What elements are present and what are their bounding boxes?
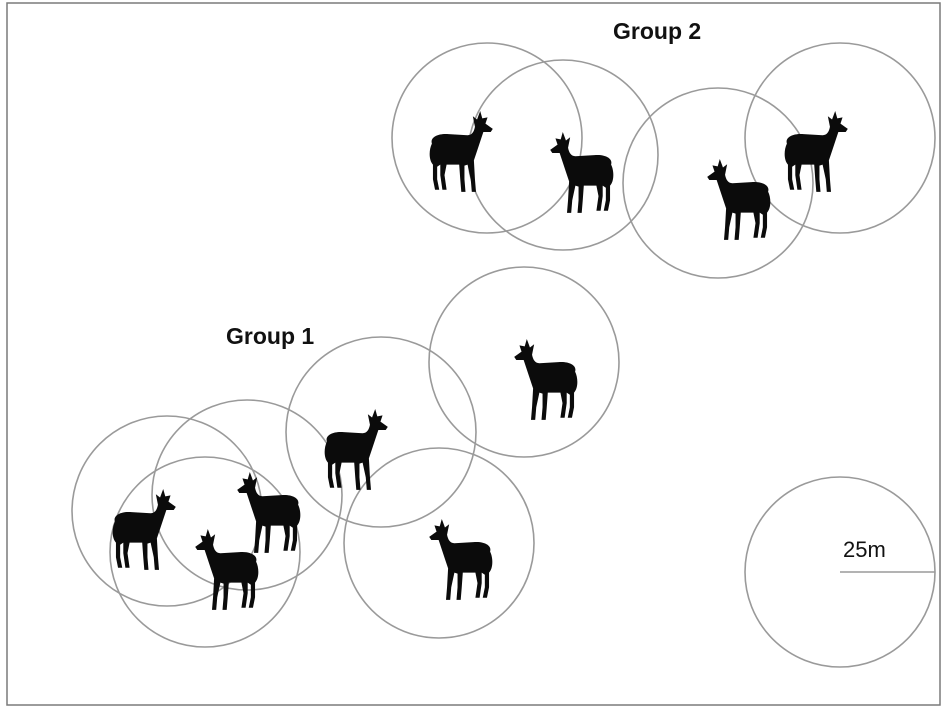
group-2-cluster	[391, 42, 936, 279]
scale-label: 25m	[843, 537, 886, 562]
scale-reference: 25m	[744, 476, 936, 668]
group-1-label: Group 1	[226, 323, 314, 349]
range-circle	[343, 447, 535, 639]
range-circle	[285, 336, 477, 528]
group-1-cluster	[71, 266, 620, 648]
group-2-label: Group 2	[613, 18, 701, 44]
range-circle	[622, 87, 814, 279]
range-circle	[109, 456, 301, 648]
range-circle	[744, 42, 936, 234]
range-circle	[428, 266, 620, 458]
diagram-frame	[6, 2, 941, 706]
range-circle	[391, 42, 583, 234]
